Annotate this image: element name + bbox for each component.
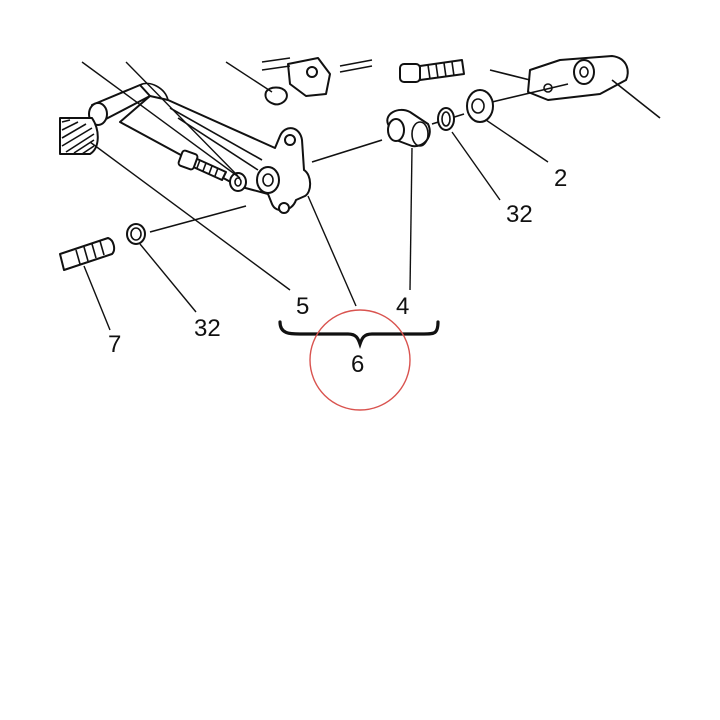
leader-part-6-lever [307,195,357,307]
label-part-4: 4 [396,293,409,320]
leader-clip [225,61,273,93]
leader-part-2 [485,119,549,163]
clevis-joint [261,57,373,106]
leader-upper-left-2 [125,61,239,177]
pin-axis-line [149,205,247,233]
leader-part-4 [409,147,413,291]
circlip-right-part-32 [437,107,455,131]
label-part-6: 6 [351,351,364,378]
lever-bolt [177,149,227,181]
threaded-pin-part-7 [59,237,116,271]
leader-upper-left-1 [81,61,241,179]
bushing-part-4 [386,108,431,148]
leader-part-32-left [139,243,197,313]
foot-peg-rubber [59,117,99,155]
leader-part-7 [83,265,111,331]
label-part-5: 5 [296,293,309,320]
leader-part-32-right [451,131,501,201]
circlip-left-part-32 [126,223,146,245]
frame-bracket [489,55,661,119]
shift-lever-arm [119,95,312,214]
label-part-7: 7 [108,331,121,358]
upper-bolt [399,59,465,83]
washer-part-2 [466,89,494,123]
leader-part-5 [89,141,291,291]
label-part-32-right: 32 [506,201,533,228]
label-part-32-left: 32 [194,315,221,342]
lever-nut [229,172,247,192]
label-part-2: 2 [554,165,567,192]
leader-lines [81,61,549,331]
grouping-brace [278,320,440,350]
highlight-circle [309,309,411,411]
